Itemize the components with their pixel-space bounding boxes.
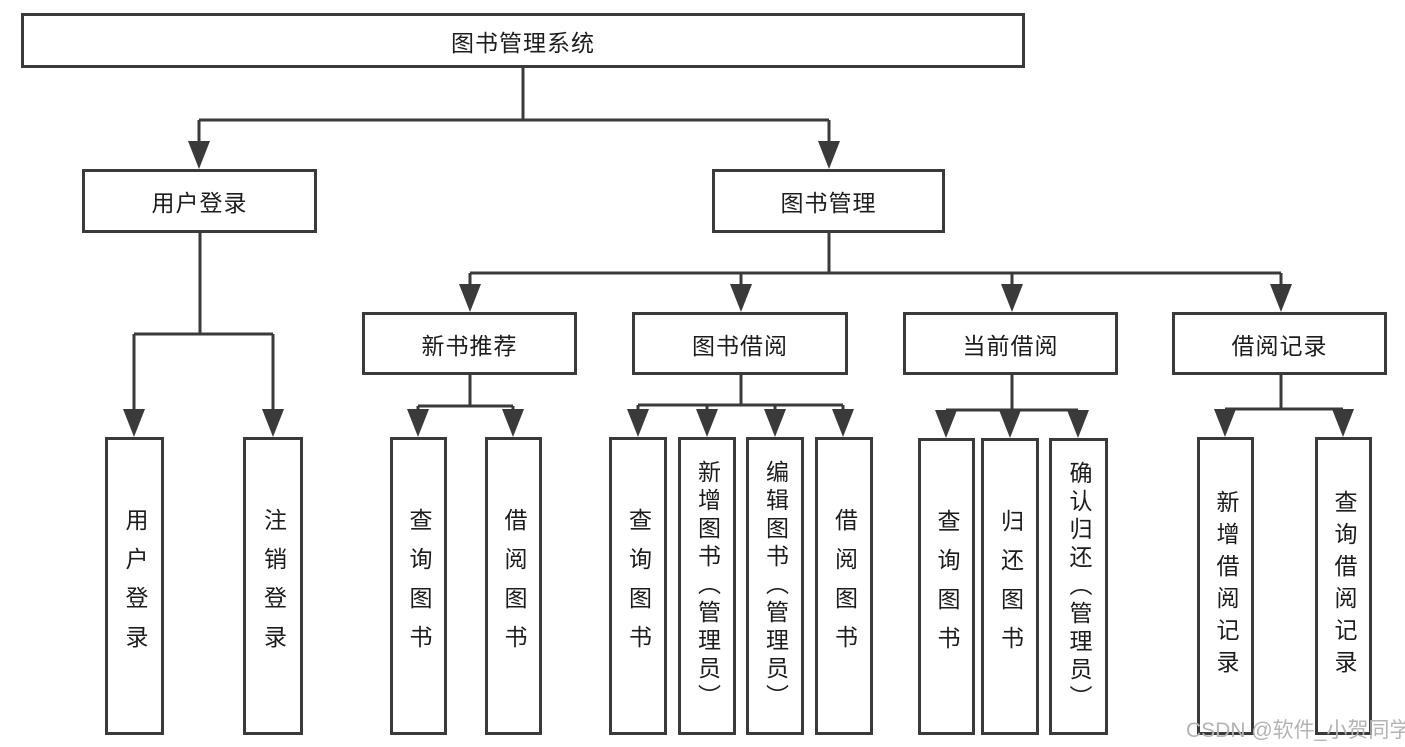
leaf-return-books: 归还图书	[981, 438, 1039, 735]
node-book-borrow: 图书借阅	[632, 312, 848, 375]
leaf-query-books-borrow: 查询图书	[609, 437, 667, 735]
node-borrow-records-label: 借阅记录	[1231, 332, 1328, 359]
leaf-query-books-recommend-label: 查询图书	[406, 508, 432, 664]
leaf-add-books-admin: 新增图书（管理员）	[678, 437, 736, 735]
leaf-query-books-current: 查询图书	[918, 438, 975, 735]
leaf-query-books-recommend: 查询图书	[390, 437, 447, 735]
node-book-borrow-label: 图书借阅	[692, 332, 788, 359]
node-user-login-label: 用户登录	[151, 190, 248, 216]
leaf-confirm-return-admin-label: 确认归还（管理员）	[1066, 460, 1092, 713]
leaf-borrow-books: 借阅图书	[815, 437, 873, 735]
node-root-label: 图书管理系统	[451, 29, 595, 56]
leaf-borrow-books-recommend: 借阅图书	[485, 437, 542, 735]
leaf-query-books-borrow-label: 查询图书	[625, 508, 652, 664]
leaf-logout: 注销登录	[243, 437, 303, 735]
node-root: 图书管理系统	[21, 13, 1025, 68]
watermark-text: CSDN @软件_小贺同学	[1186, 719, 1405, 742]
leaf-query-books-current-label: 查询图书	[934, 508, 960, 665]
leaf-edit-books-admin: 编辑图书（管理员）	[746, 437, 804, 735]
leaf-logout-label: 注销登录	[260, 508, 287, 664]
leaf-user-login-label: 用户登录	[122, 508, 148, 664]
node-book-management: 图书管理	[712, 169, 945, 233]
node-new-book-recommend: 新书推荐	[362, 312, 577, 375]
leaf-edit-books-admin-label: 编辑图书（管理员）	[762, 460, 789, 712]
leaf-borrow-books-recommend-label: 借阅图书	[501, 508, 527, 664]
leaf-return-books-label: 归还图书	[997, 508, 1024, 665]
leaf-borrow-books-label: 借阅图书	[831, 508, 858, 664]
node-borrow-records: 借阅记录	[1172, 312, 1387, 375]
leaf-add-borrow-record-label: 新增借阅记录	[1213, 490, 1239, 682]
leaf-add-books-admin-label: 新增图书（管理员）	[694, 460, 721, 712]
node-new-book-recommend-label: 新书推荐	[421, 332, 518, 359]
node-book-management-label: 图书管理	[780, 190, 877, 216]
leaf-add-borrow-record: 新增借阅记录	[1197, 437, 1254, 735]
leaf-confirm-return-admin: 确认归还（管理员）	[1049, 438, 1108, 735]
leaf-user-login: 用户登录	[105, 437, 164, 735]
leaf-query-borrow-record-label: 查询借阅记录	[1331, 490, 1357, 682]
node-user-login: 用户登录	[82, 169, 317, 233]
node-current-borrow-label: 当前借阅	[962, 332, 1059, 359]
leaf-query-borrow-record: 查询借阅记录	[1315, 437, 1372, 735]
node-current-borrow: 当前借阅	[903, 312, 1118, 375]
